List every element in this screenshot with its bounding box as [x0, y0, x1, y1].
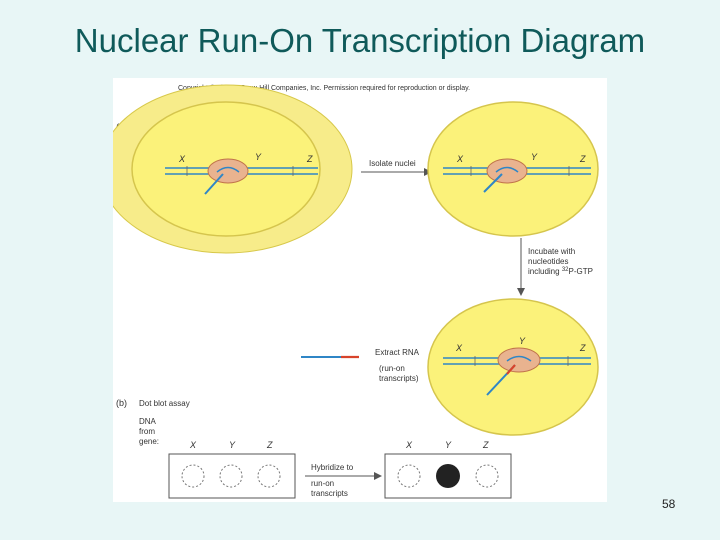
- gene-x-label: X: [178, 154, 186, 164]
- blot-before: X Y Z: [168, 440, 296, 499]
- gene-y-label: Y: [519, 336, 526, 346]
- hybridize-label-line1: Hybridize to: [311, 463, 354, 472]
- isolated-nucleus: X Y Z: [427, 101, 599, 237]
- slide-title: Nuclear Run-On Transcription Diagram: [74, 22, 646, 59]
- dot-blot-label: Dot blot assay: [139, 399, 190, 408]
- blot-membrane: [168, 453, 296, 499]
- incubate-label-line1: Incubate with: [528, 247, 575, 256]
- blot-dot-z: [257, 464, 281, 488]
- hybridize-label-line3: transcripts: [311, 489, 348, 498]
- nascent-rna: [204, 173, 224, 195]
- page-number: 58: [662, 497, 676, 511]
- copyright-text: Copyright © The McGraw-Hill Companies, I…: [178, 84, 470, 92]
- blot-gene-x: X: [405, 440, 413, 450]
- incubate-label-line3: including 32P-GTP: [528, 267, 593, 276]
- blot-dot-z: [475, 464, 499, 488]
- blot-gene-z: Z: [482, 440, 489, 450]
- incubate-label-line2: nucleotides: [528, 257, 568, 266]
- gene-z-label: Z: [306, 154, 313, 164]
- run-on-nucleus: X Y Z: [427, 298, 599, 436]
- extract-label-line3: transcripts): [379, 374, 419, 383]
- panel-b-label: (b): [116, 398, 127, 408]
- rna-polymerase: [497, 347, 541, 373]
- whole-cell: X Y Z: [113, 84, 353, 254]
- dna-label-line3: gene:: [139, 437, 159, 446]
- blot-after: X Y Z: [384, 440, 512, 499]
- rna-polymerase: [486, 158, 528, 184]
- blot-dot-x: [397, 464, 421, 488]
- blot-dot-x: [181, 464, 205, 488]
- gene-y-label: Y: [255, 152, 262, 162]
- run-on-figure: Copyright © The McGraw-Hill Companies, I…: [113, 78, 607, 502]
- gene-x-label: X: [455, 343, 463, 353]
- rna-polymerase: [207, 158, 249, 184]
- labeled-rna-end: [506, 364, 516, 375]
- blot-gene-z: Z: [266, 440, 273, 450]
- gene-z-label: Z: [579, 343, 586, 353]
- gene-z-label: Z: [579, 154, 586, 164]
- blot-dot-y: [219, 464, 243, 488]
- run-on-diagram: Copyright © The McGraw-Hill Companies, I…: [113, 84, 599, 499]
- extract-label-line2: (run-on: [379, 364, 405, 373]
- dna-label-line2: from: [139, 427, 155, 436]
- blot-gene-y: Y: [229, 440, 236, 450]
- gene-y-label: Y: [531, 152, 538, 162]
- hybridize-label-line2: run-on: [311, 479, 334, 488]
- blot-dot-y-hybridized: [436, 464, 460, 488]
- isolate-label: Isolate nuclei: [369, 159, 416, 168]
- blot-gene-y: Y: [445, 440, 452, 450]
- dna-label-line1: DNA: [139, 417, 157, 426]
- gene-x-label: X: [456, 154, 464, 164]
- blot-gene-x: X: [189, 440, 197, 450]
- nascent-rna: [483, 173, 503, 193]
- extract-label-line1: Extract RNA: [375, 348, 420, 357]
